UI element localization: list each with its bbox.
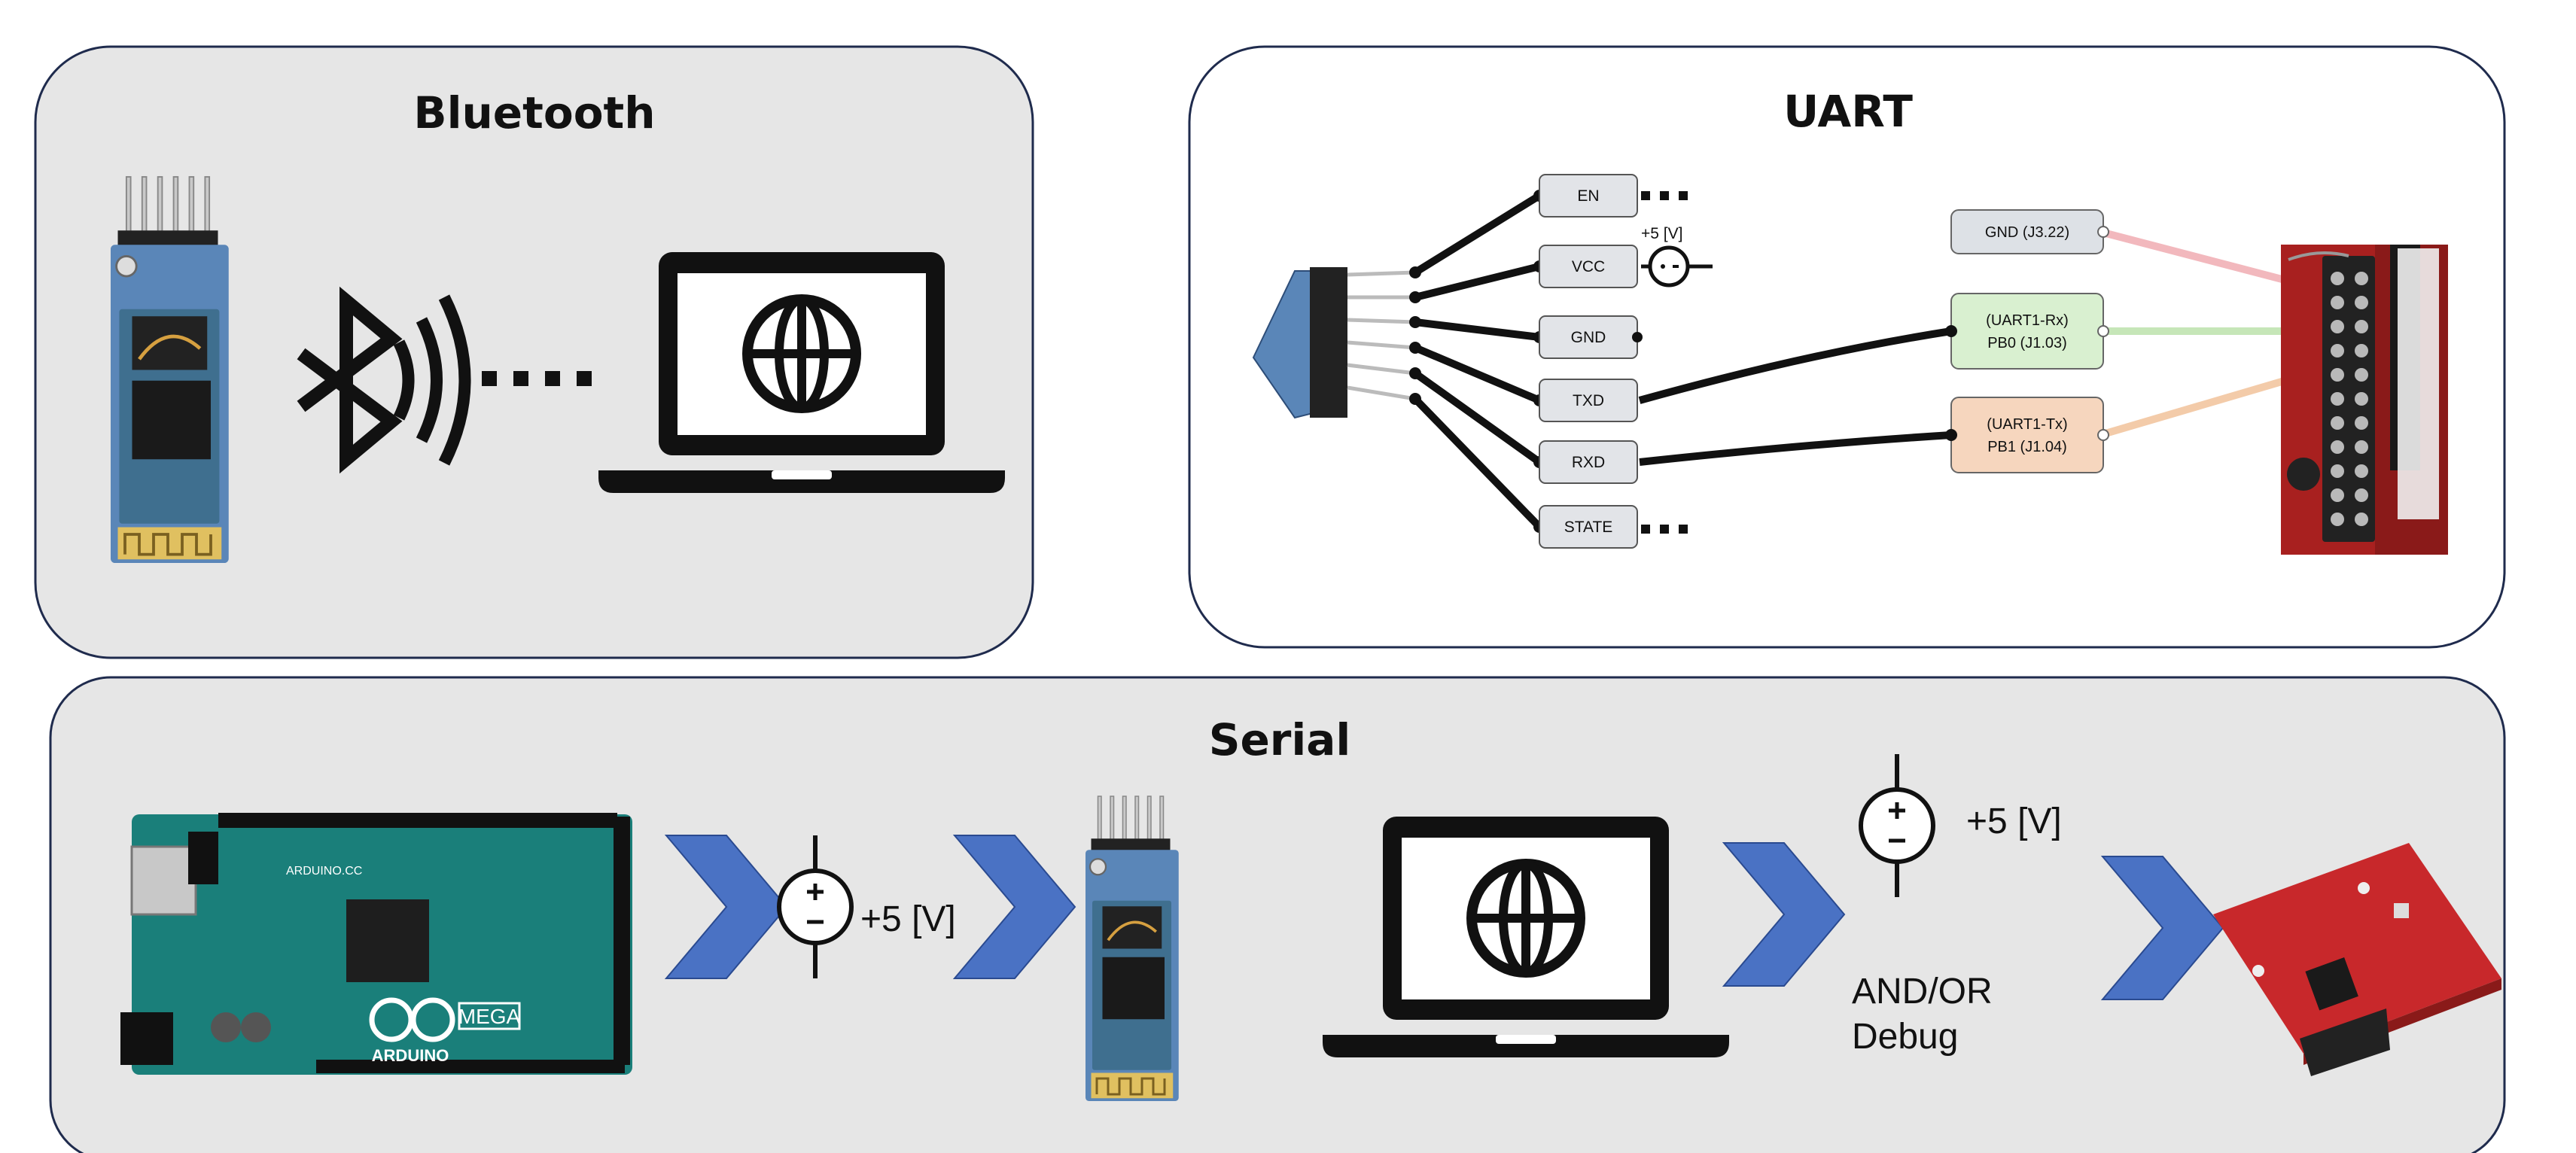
board-pin-label: (UART1-Rx) xyxy=(1986,312,2069,329)
module-pin-en: EN xyxy=(1409,174,1638,278)
launchpad-board-image xyxy=(2213,843,2501,1076)
arduino-brand-text: ARDUINO xyxy=(372,1046,449,1065)
supply-label-1: +5 [V] xyxy=(860,899,956,939)
board-pin-sublabel: PB1 (J1.04) xyxy=(1987,439,2067,455)
arduino-model-text: MEGA xyxy=(458,1005,521,1028)
module-pin-label: EN xyxy=(1577,187,1599,205)
module-pin-txd: TXD xyxy=(1409,342,1638,422)
module-pin-list: EN VCC GND TXD RXD STATE xyxy=(1409,174,1638,549)
hc05-module-image-serial xyxy=(1084,795,1180,1103)
module-pin-state: STATE xyxy=(1409,393,1638,549)
bluetooth-icon xyxy=(297,286,471,474)
vcc-supply-symbol: +5 [V] xyxy=(1641,225,1713,287)
module-pin-label: STATE xyxy=(1564,519,1613,536)
launchpad-header-image xyxy=(2281,245,2448,555)
arduino-mega-image: ARDUINO MEGA ARDUINO.CC xyxy=(120,813,632,1075)
panel-serial: Serial ARDUINO MEGA ARDUINO.CC +5 [V] xyxy=(49,676,2506,1153)
dotted-link xyxy=(482,371,592,386)
module-pin-label: VCC xyxy=(1572,258,1605,275)
module-pin-label: RXD xyxy=(1572,454,1605,471)
board-pin-sublabel: PB0 (J1.03) xyxy=(1987,335,2067,351)
uart-wires xyxy=(1638,327,1952,466)
note-line-2: Debug xyxy=(1852,1017,1958,1057)
module-pin-label: GND xyxy=(1571,329,1606,346)
panel-title-bluetooth: Bluetooth xyxy=(413,87,655,138)
hc05-side-image xyxy=(1252,267,1416,419)
panel-uart: UART EN VCC GND TXD RXD STATE +5 [V] xyxy=(1188,45,2506,649)
vcc-supply-label: +5 [V] xyxy=(1641,225,1682,242)
module-pin-vcc: VCC xyxy=(1409,245,1638,303)
supply-label-2: +5 [V] xyxy=(1966,802,2062,841)
board-pin-label: GND (J3.22) xyxy=(1985,224,2069,241)
panel-title-uart: UART xyxy=(1783,86,1913,137)
board-pin-list: GND (J3.22) (UART1-Rx) PB0 (J1.03) (UART1-T… xyxy=(1950,209,2373,473)
arduino-url-text: ARDUINO.CC xyxy=(286,865,362,878)
panel-title-serial: Serial xyxy=(1209,714,1351,765)
module-pin-rxd: RXD xyxy=(1409,367,1638,484)
note-line-1: AND/OR xyxy=(1852,972,1993,1012)
module-pin-label: TXD xyxy=(1573,392,1604,409)
panel-bluetooth: Bluetooth xyxy=(34,45,1034,659)
module-pin-gnd: GND xyxy=(1409,315,1638,359)
board-pin-label: (UART1-Tx) xyxy=(1987,416,2067,433)
hc05-module-image xyxy=(111,177,229,563)
pin-continuation-dots xyxy=(1632,191,1688,534)
